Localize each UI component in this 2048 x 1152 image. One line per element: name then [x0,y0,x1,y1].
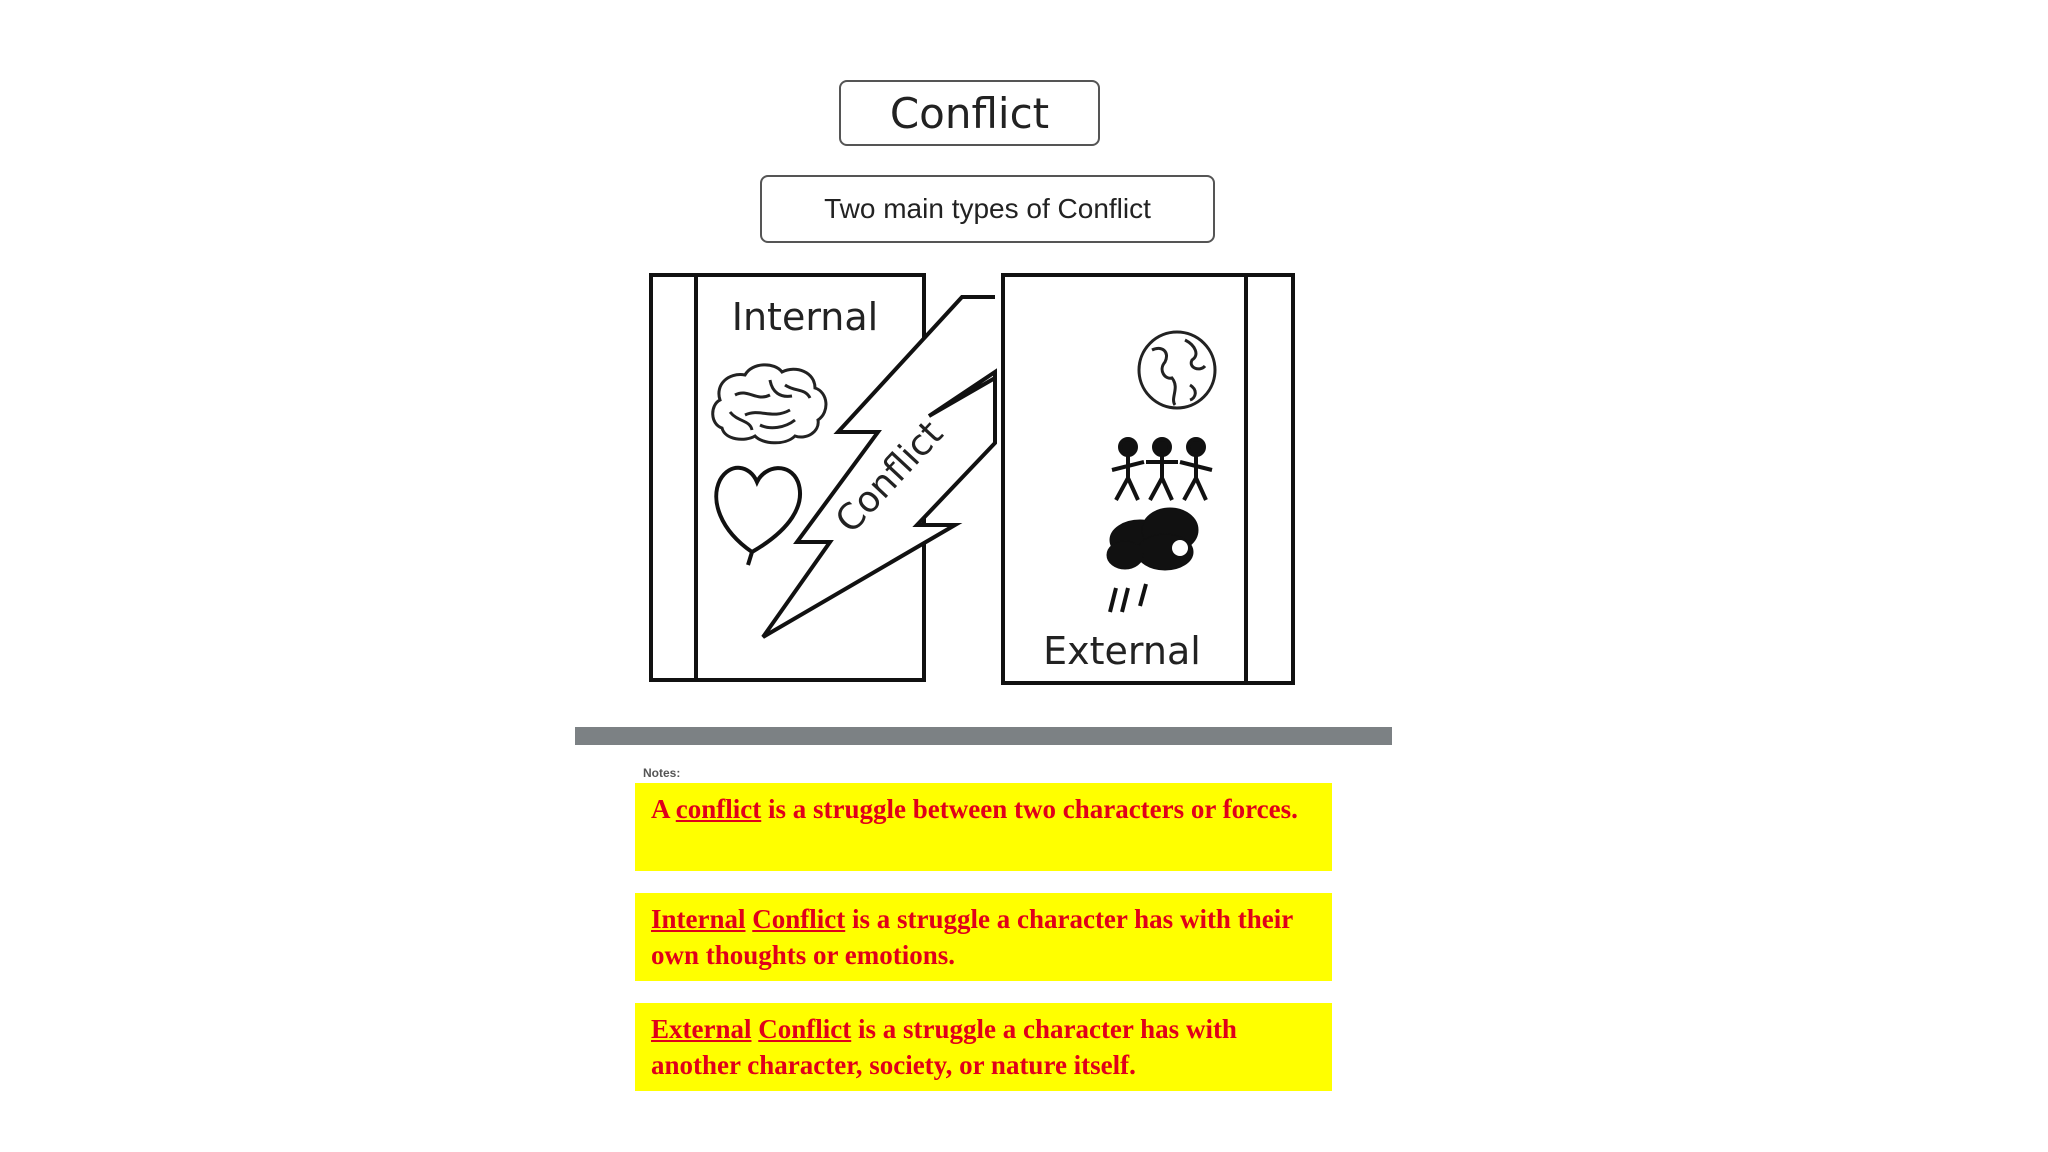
note-keyword: Conflict [758,1014,851,1044]
internal-label: Internal [732,295,878,339]
note-internal-definition: Internal Conflict is a struggle a charac… [635,893,1332,981]
note-conflict-definition: A conflict is a struggle between two cha… [635,783,1332,871]
note-text: is a struggle between two characters or … [761,794,1298,824]
notes-label: Notes: [643,766,680,780]
note-keyword: External [651,1014,752,1044]
section-divider [575,727,1392,745]
note-keyword: Internal [651,904,746,934]
note-external-definition: External Conflict is a struggle a charac… [635,1003,1332,1091]
note-keyword: conflict [676,794,761,824]
external-label: External [1043,629,1201,673]
note-text: A [651,794,676,824]
note-keyword: Conflict [752,904,845,934]
external-book [1003,275,1293,683]
